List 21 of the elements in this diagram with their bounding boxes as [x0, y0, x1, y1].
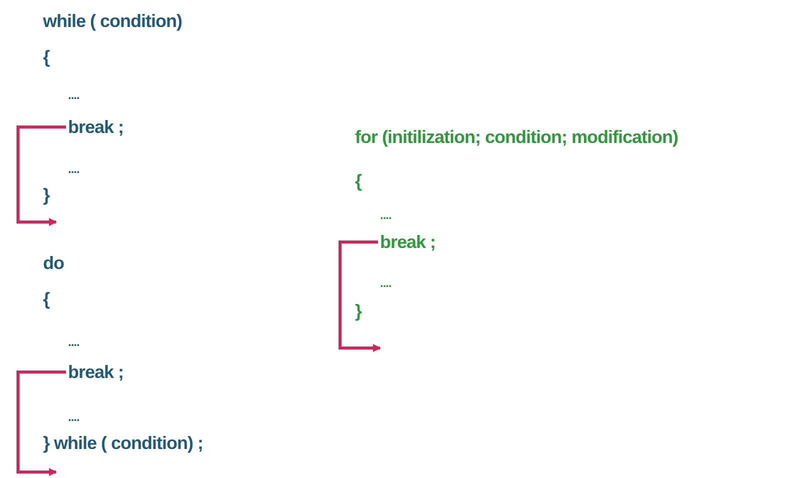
- brace: }: [355, 300, 362, 322]
- ellipsis: ....: [68, 410, 80, 424]
- code-line: do: [43, 252, 64, 274]
- code-line: } while ( condition) ;: [43, 432, 203, 454]
- code-line: for (initilization; condition; modification): [355, 126, 678, 148]
- arrow: [16, 126, 66, 226]
- break-statement: break ;: [68, 116, 124, 138]
- code-line: while ( condition): [43, 10, 182, 32]
- ellipsis: ....: [68, 162, 80, 176]
- break-statement: break ;: [380, 231, 436, 253]
- ellipsis: ....: [380, 208, 392, 222]
- brace: }: [43, 184, 50, 206]
- break-statement: break ;: [68, 361, 124, 383]
- brace: {: [355, 170, 362, 192]
- arrow: [16, 370, 66, 476]
- ellipsis: ....: [380, 276, 392, 290]
- ellipsis: ....: [68, 335, 80, 349]
- brace: {: [43, 46, 50, 68]
- arrow: [338, 240, 381, 352]
- brace: {: [43, 288, 50, 310]
- ellipsis: ....: [68, 88, 80, 102]
